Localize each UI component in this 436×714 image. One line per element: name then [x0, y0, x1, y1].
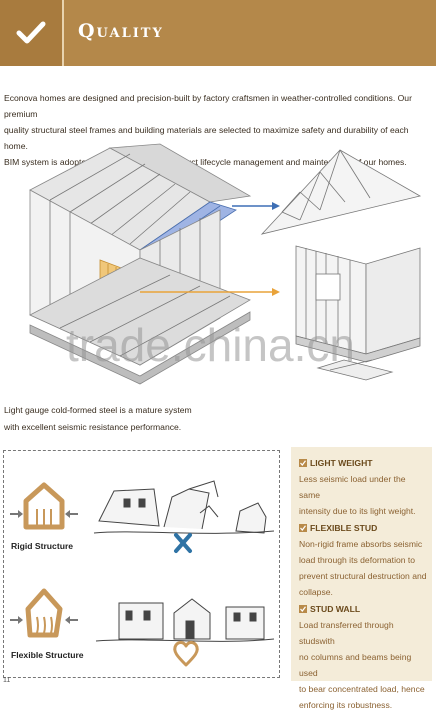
header-banner: Quality [0, 0, 436, 66]
steel-frame-diagram [29, 143, 422, 385]
house-frame-illustration [29, 143, 252, 385]
heart-icon [173, 641, 199, 667]
feature-line: Non-rigid frame absorbs seismic [299, 539, 423, 549]
flexible-structure-label: Flexible Structure [11, 650, 84, 660]
checkbox-icon [299, 524, 307, 532]
page-number: 11 [3, 677, 11, 684]
cross-icon [174, 533, 192, 553]
feature-line: collapse. [299, 587, 333, 597]
roof-truss-detail [260, 149, 422, 235]
page-title: Quality [78, 20, 164, 42]
feature-line: Less seismic load under the same [299, 474, 406, 500]
intro-paragraph: Econova homes are designed and precision… [4, 90, 430, 170]
structure-comparison-panel [3, 450, 280, 678]
feature-heading: FLEXIBLE STUD [299, 520, 428, 536]
steel-note: Light gauge cold-formed steel is a matur… [4, 402, 254, 436]
feature-line: no columns and beams being used [299, 652, 412, 678]
intro-line: quality structural steel frames and buil… [4, 125, 409, 151]
feature-title: LIGHT WEIGHT [310, 458, 373, 468]
standing-houses-sketch [95, 598, 275, 642]
checkbox-icon [299, 459, 307, 467]
feature-flexible-stud: FLEXIBLE STUD Non-rigid frame absorbs se… [299, 520, 428, 600]
feature-line: prevent structural destruction and [299, 571, 427, 581]
feature-stud-wall: STUD WALL Load transferred through studs… [299, 601, 428, 713]
rigid-structure-label: Rigid Structure [11, 541, 74, 551]
feature-line: enforcing its robustness. [299, 700, 393, 710]
feature-heading: LIGHT WEIGHT [299, 455, 428, 471]
feature-line: to bear concentrated load, hence [299, 684, 425, 694]
checkbox-icon [299, 605, 307, 613]
feature-title: STUD WALL [310, 604, 361, 614]
feature-panel: LIGHT WEIGHT Less seismic load under the… [291, 447, 432, 710]
feature-line: load through its deformation to [299, 555, 416, 565]
structure-comparison-illustration [10, 480, 275, 667]
orange-arrow [140, 288, 280, 296]
feature-light-weight: LIGHT WEIGHT Less seismic load under the… [299, 455, 428, 519]
intro-line: BIM system is adopted to realize seamles… [4, 157, 407, 167]
intro-line: Econova homes are designed and precision… [4, 93, 412, 119]
rigid-house-icon [10, 482, 78, 530]
blue-arrow [232, 202, 280, 210]
stud-wall-detail [295, 245, 421, 381]
feature-line: Load transferred through studswith [299, 620, 394, 646]
feature-heading: STUD WALL [299, 601, 428, 617]
flexible-house-icon [10, 588, 78, 638]
feature-title: FLEXIBLE STUD [310, 523, 378, 533]
feature-line: intensity due to its light weight. [299, 506, 416, 516]
watermark: trade.china.cn [66, 319, 355, 371]
collapsed-houses-sketch [93, 480, 275, 534]
steel-note-line: with excellent seismic resistance perfor… [4, 422, 182, 432]
check-icon [0, 0, 64, 66]
steel-note-line: Light gauge cold-formed steel is a matur… [4, 405, 192, 415]
